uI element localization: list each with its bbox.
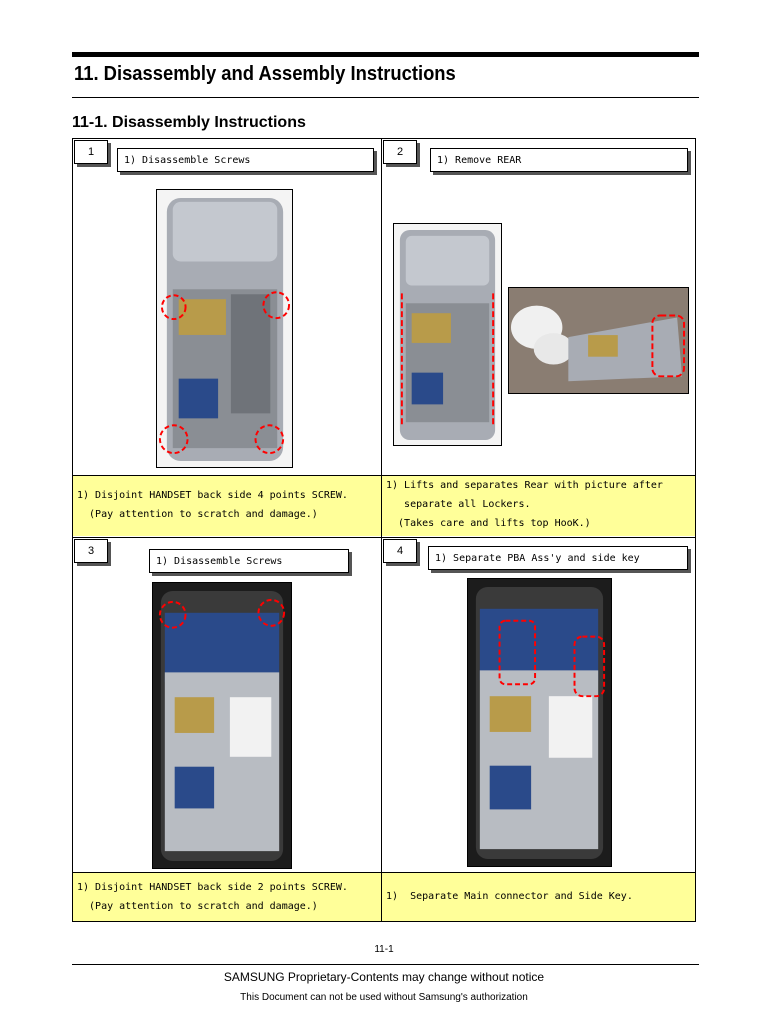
footer-notice: SAMSUNG Proprietary-Contents may change … — [223, 970, 545, 984]
footer-rule — [72, 964, 699, 965]
instruction-table — [72, 138, 696, 922]
step-note: 1) Disjoint HANDSET back side 2 points S… — [73, 873, 381, 921]
table-divider-vertical — [381, 138, 382, 922]
step-number: 2 — [383, 140, 417, 164]
phone-pba-photo — [152, 582, 292, 869]
step-label: 1) Disassemble Screws — [117, 148, 374, 172]
subsection-title: 11-1. Disassembly Instructions — [72, 114, 306, 131]
footer-authorization: This Document can not be used without Sa… — [240, 992, 528, 1003]
phone-connector-photo — [467, 578, 612, 867]
phone-rear-photo — [393, 223, 502, 446]
step-label: 1) Disassemble Screws — [149, 549, 349, 573]
rear-lift-photo — [508, 287, 689, 394]
table-divider — [72, 475, 696, 476]
page-number: 11-1 — [374, 944, 394, 955]
section-title: 11. Disassembly and Assembly Instruction… — [74, 63, 456, 85]
step-note: 1) Disjoint HANDSET back side 4 points S… — [73, 476, 381, 536]
step-label: 1) Remove REAR — [430, 148, 688, 172]
step-note: 1) Separate Main connector and Side Key. — [382, 873, 695, 921]
step-note: 1) Lifts and separates Rear with picture… — [382, 476, 695, 536]
table-divider — [72, 537, 696, 538]
step-label: 1) Separate PBA Ass'y and side key — [428, 546, 688, 570]
step-number: 4 — [383, 539, 417, 563]
phone-back-photo — [156, 189, 293, 468]
table-divider — [72, 872, 696, 873]
step-number: 3 — [74, 539, 108, 563]
top-rule — [72, 52, 699, 57]
title-rule — [72, 97, 699, 98]
step-number: 1 — [74, 140, 108, 164]
